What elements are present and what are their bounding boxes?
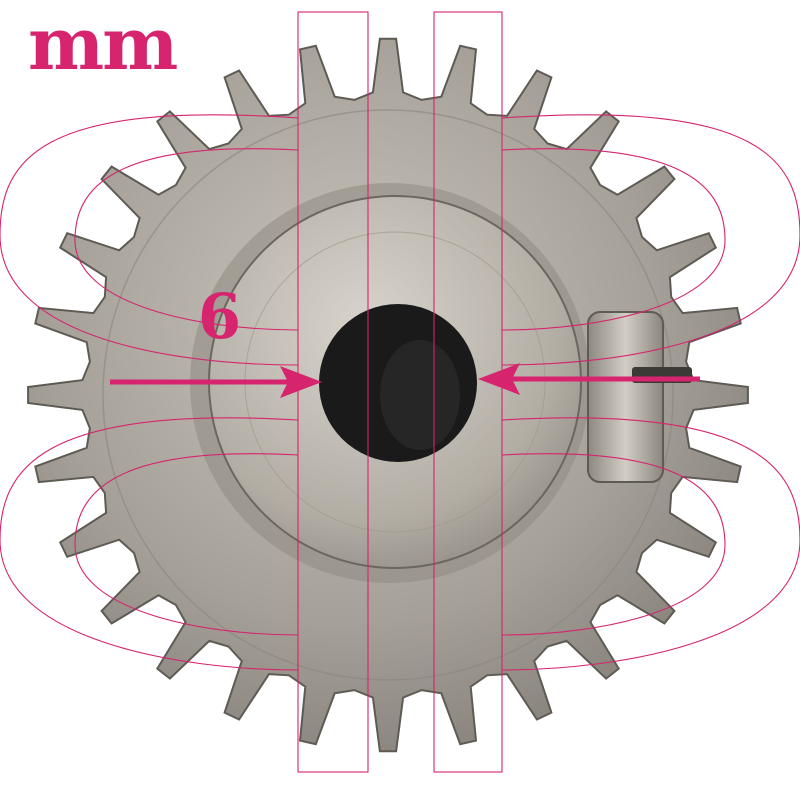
bore-diameter-label: 6 — [198, 280, 242, 353]
overlay-loop-br-inner — [501, 453, 726, 636]
left-arrowhead — [280, 366, 322, 398]
overlay-loop-tr-outer — [501, 114, 800, 366]
bore-dimension — [110, 363, 700, 398]
overlay-loop-bl-inner — [74, 453, 299, 636]
overlay-bar-right — [433, 11, 503, 773]
bore-inner-shade — [380, 340, 460, 450]
set-screw-collar — [587, 311, 664, 483]
overlay-loop-br-outer — [501, 417, 800, 671]
outline-overlay — [0, 11, 800, 773]
overlay-loop-tl-inner — [74, 148, 299, 331]
overlay-loop-bl-outer — [0, 417, 299, 671]
right-arrowhead — [478, 363, 520, 395]
gear-root-ring — [102, 109, 674, 681]
overlay-bar-left — [297, 11, 369, 773]
overlay-loop-tr-inner — [501, 148, 726, 331]
unit-label: mm — [28, 1, 178, 86]
overlay-loop-tl-outer — [0, 114, 299, 366]
